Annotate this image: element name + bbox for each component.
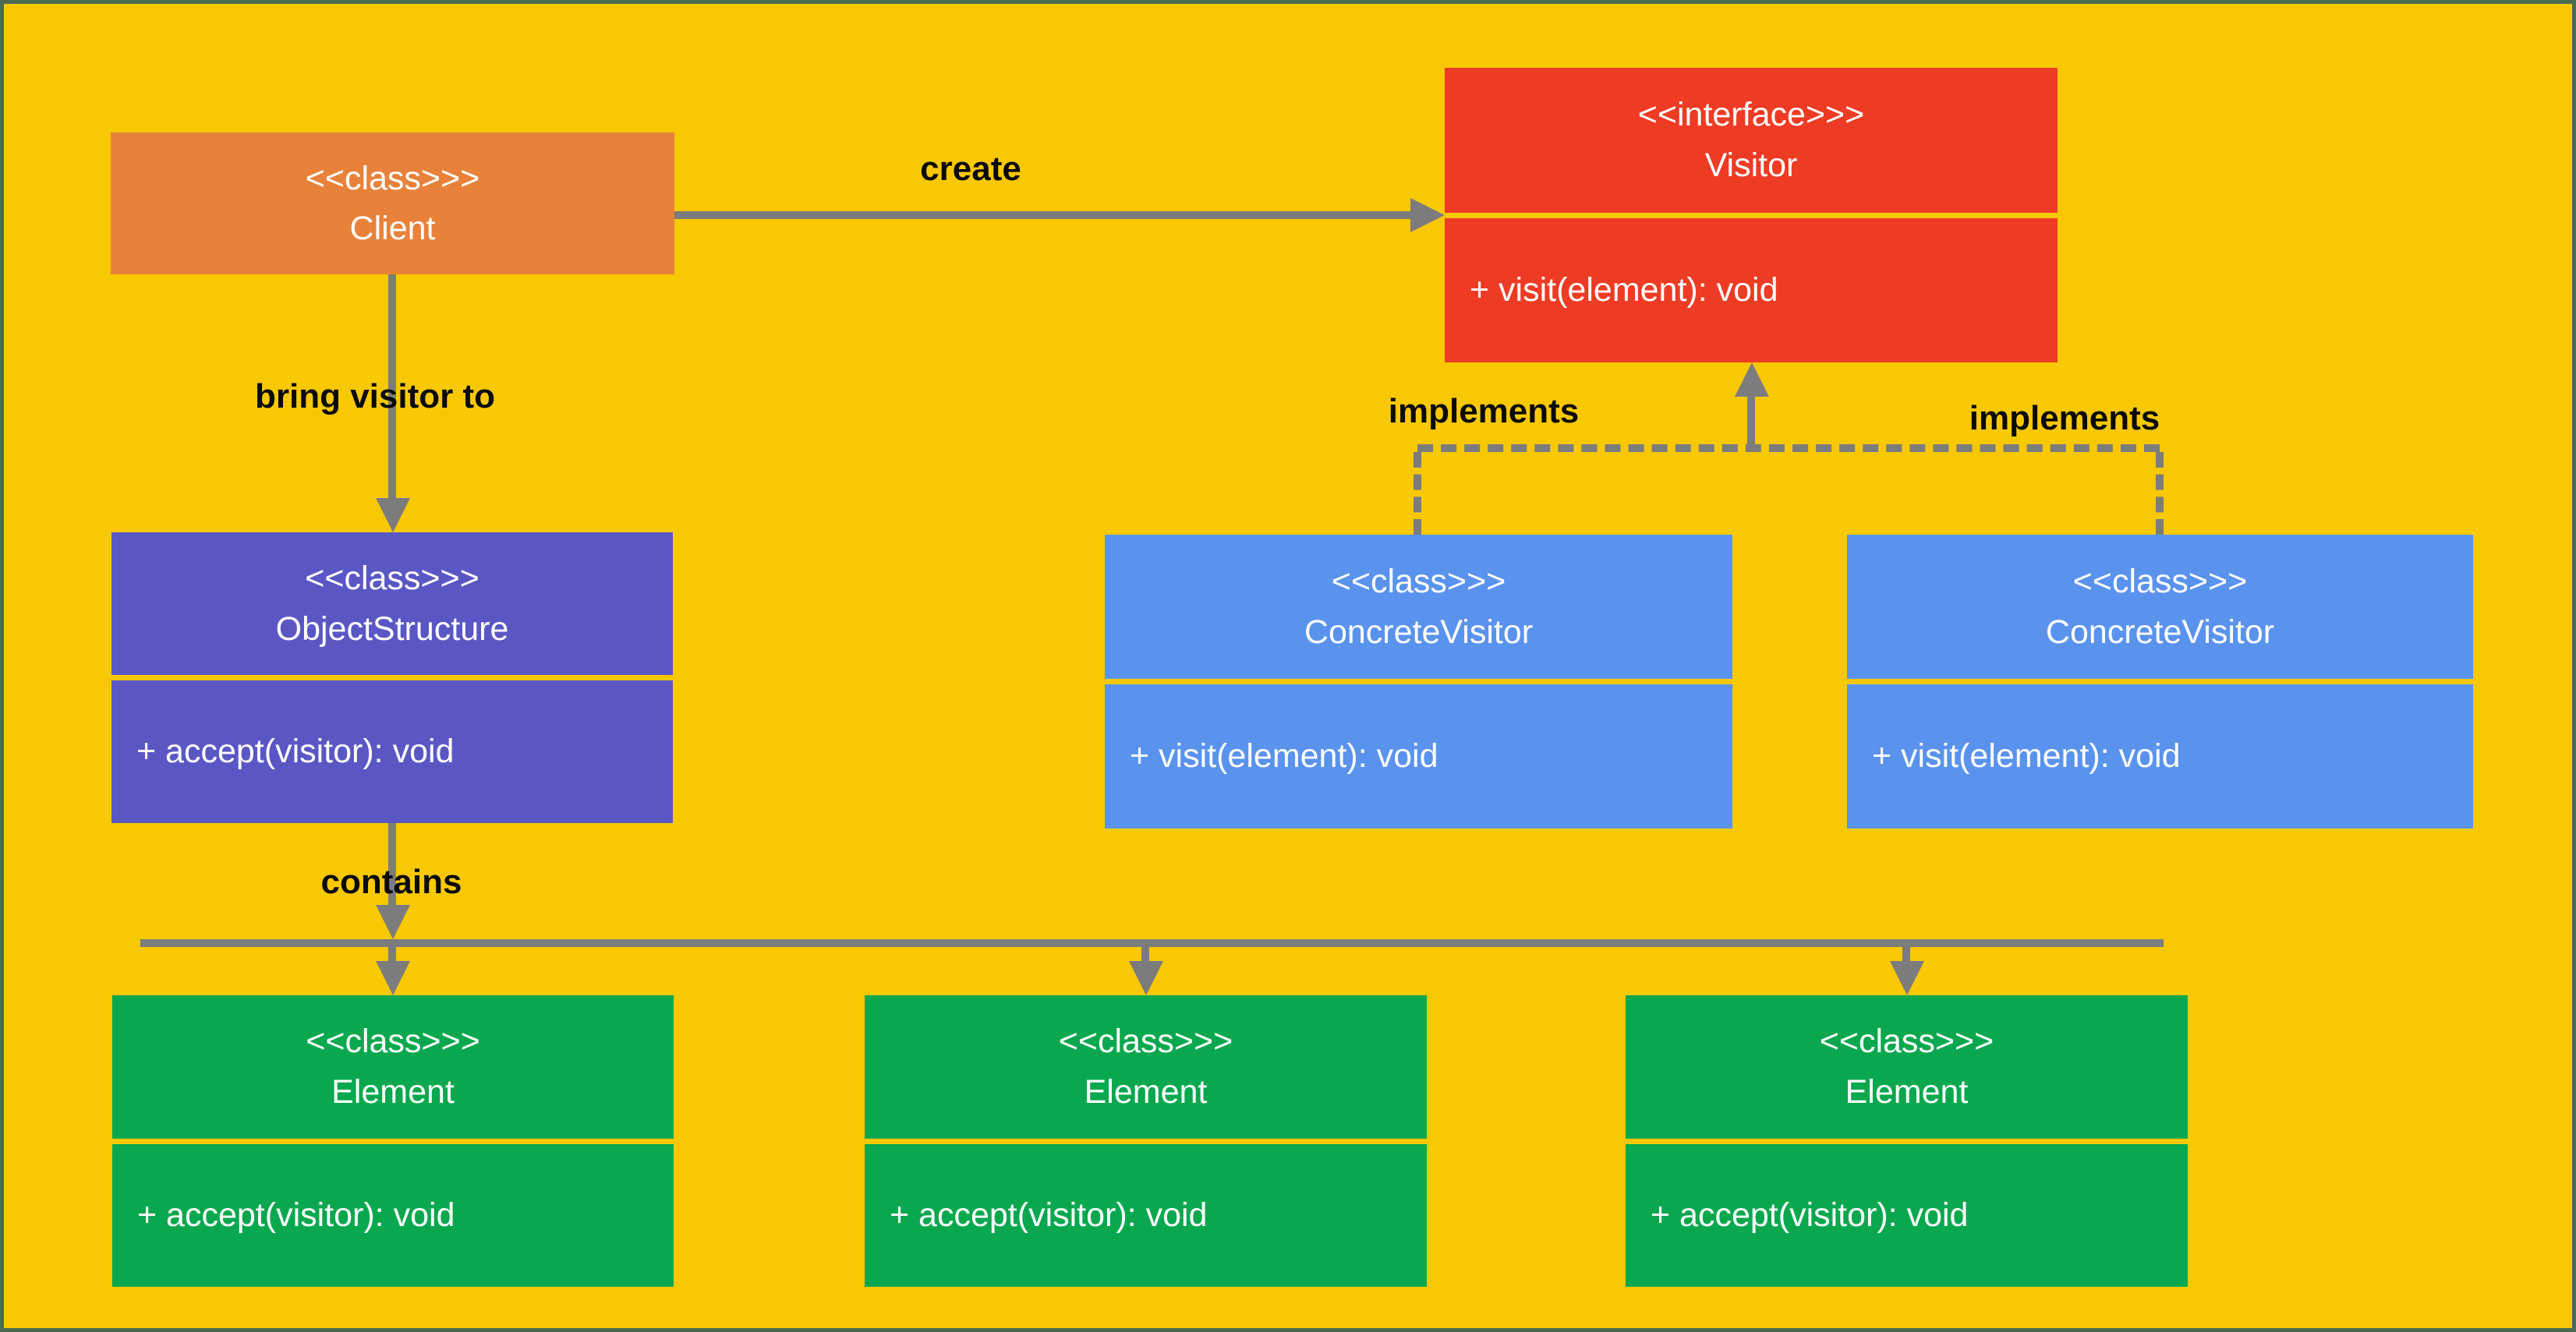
client-name: Client: [349, 210, 436, 247]
implements-left-label: implements: [1388, 392, 1580, 430]
concrete-visitor-right-method: + visit(element): void: [1872, 737, 2181, 775]
element-center-stereotype: <<class>>>: [1058, 1023, 1233, 1061]
concrete-visitor-left-divider: [1105, 679, 1732, 684]
concrete-visitor-left-method-section: + visit(element): void: [1105, 684, 1732, 829]
implements-dashed-horizontal: [1417, 444, 2160, 452]
client-stereotype: <<class>>>: [305, 159, 480, 197]
element-left-header: <<class>>> Element: [112, 995, 674, 1139]
element-right-box: <<class>>> Element + accept(visitor): vo…: [1626, 995, 2188, 1287]
element-right-method: + accept(visitor): void: [1651, 1196, 1969, 1234]
element-center-drop-line: [1141, 947, 1149, 964]
concrete-visitor-left-method: + visit(element): void: [1130, 737, 1438, 775]
element-left-drop-line: [388, 947, 396, 964]
contains-arrow-line: [388, 823, 396, 909]
contains-distribution-line: [140, 939, 2164, 947]
bring-visitor-arrow-line: [388, 274, 396, 500]
element-center-divider: [865, 1139, 1427, 1144]
element-right-arrowhead: [1890, 961, 1924, 995]
visitor-method-section: + visit(element): void: [1445, 217, 2058, 362]
concrete-visitor-right-box: <<class>>> ConcreteVisitor + visit(eleme…: [1847, 535, 2473, 829]
concrete-visitor-left-box: <<class>>> ConcreteVisitor + visit(eleme…: [1105, 535, 1732, 829]
create-label: create: [920, 150, 1021, 188]
element-left-name: Element: [331, 1072, 455, 1111]
object-structure-stereotype: <<class>>>: [305, 560, 479, 597]
element-left-arrowhead: [376, 961, 410, 995]
create-arrow-line: [674, 211, 1410, 219]
object-structure-box: <<class>>> ObjectStructure + accept(visi…: [111, 532, 673, 823]
element-center-arrowhead: [1129, 961, 1163, 995]
element-left-divider: [112, 1139, 674, 1144]
client-box: <<class>>> Client: [111, 132, 674, 274]
element-left-method-section: + accept(visitor): void: [112, 1143, 674, 1287]
element-center-box: <<class>>> Element + accept(visitor): vo…: [865, 995, 1427, 1287]
concrete-visitor-right-stereotype: <<class>>>: [2072, 563, 2248, 600]
concrete-visitor-left-stereotype: <<class>>>: [1331, 563, 1506, 600]
element-center-method-section: + accept(visitor): void: [865, 1143, 1427, 1287]
object-structure-method-section: + accept(visitor): void: [111, 680, 673, 823]
visitor-header: <<interface>>> Visitor: [1445, 68, 2058, 213]
create-arrowhead: [1410, 198, 1445, 232]
element-right-stereotype: <<class>>>: [1819, 1023, 1994, 1061]
contains-label: contains: [320, 863, 462, 901]
concrete-visitor-right-divider: [1847, 679, 2473, 684]
element-right-header: <<class>>> Element: [1626, 995, 2188, 1139]
concrete-visitor-right-name: ConcreteVisitor: [2045, 613, 2275, 651]
bring-visitor-arrowhead: [376, 498, 410, 532]
object-structure-method: + accept(visitor): void: [136, 733, 455, 770]
concrete-visitor-right-header: <<class>>> ConcreteVisitor: [1847, 535, 2473, 679]
element-left-method: + accept(visitor): void: [137, 1196, 455, 1234]
client-header: <<class>>> Client: [111, 132, 674, 274]
concrete-visitor-left-header: <<class>>> ConcreteVisitor: [1105, 535, 1732, 679]
element-center-method: + accept(visitor): void: [890, 1196, 1208, 1234]
element-right-name: Element: [1845, 1072, 1969, 1111]
concrete-visitor-left-name: ConcreteVisitor: [1304, 613, 1534, 651]
element-left-box: <<class>>> Element + accept(visitor): vo…: [112, 995, 674, 1287]
contains-arrowhead: [376, 905, 410, 939]
implements-arrow-line: [1747, 392, 1755, 448]
visitor-divider: [1445, 213, 2058, 218]
element-center-header: <<class>>> Element: [865, 995, 1427, 1139]
element-right-drop-line: [1902, 947, 1910, 964]
visitor-method: + visit(element): void: [1470, 270, 1778, 309]
implements-arrowhead: [1735, 362, 1769, 397]
object-structure-divider: [111, 675, 673, 680]
visitor-box: <<interface>>> Visitor + visit(element):…: [1445, 68, 2058, 362]
element-right-divider: [1626, 1139, 2188, 1144]
element-right-method-section: + accept(visitor): void: [1626, 1143, 2188, 1287]
element-left-stereotype: <<class>>>: [306, 1023, 480, 1061]
visitor-name: Visitor: [1704, 146, 1798, 184]
implements-dashed-vertical-left: [1414, 452, 1421, 535]
concrete-visitor-right-method-section: + visit(element): void: [1847, 684, 2473, 829]
element-center-name: Element: [1084, 1072, 1208, 1111]
object-structure-name: ObjectStructure: [275, 609, 509, 648]
implements-right-label: implements: [1969, 399, 2160, 437]
visitor-stereotype: <<interface>>>: [1637, 96, 1865, 134]
bring-visitor-to-label: bring visitor to: [255, 377, 495, 415]
implements-dashed-vertical-right: [2156, 452, 2164, 535]
object-structure-header: <<class>>> ObjectStructure: [111, 532, 673, 675]
